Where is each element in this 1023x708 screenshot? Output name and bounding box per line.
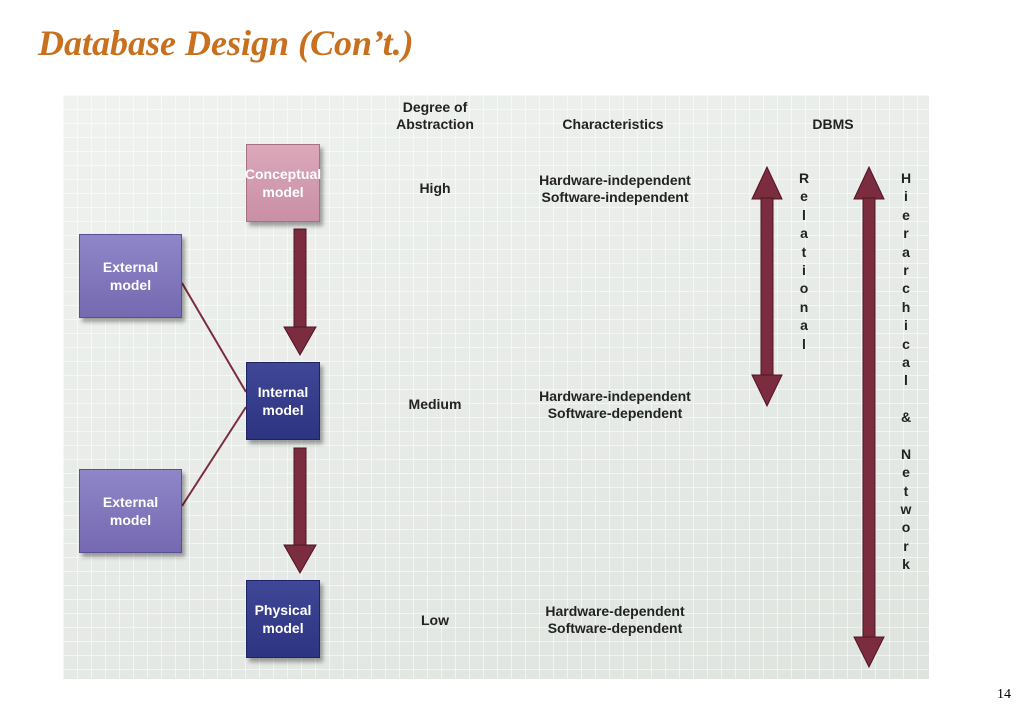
arrow-conceptual-to-internal [283, 228, 317, 357]
characteristics-high: Hardware-independent Software-independen… [520, 172, 710, 206]
characteristic-line: Software-dependent [547, 620, 683, 636]
physical-model-box: Physical model [246, 580, 320, 658]
characteristic-line: Software-independent [541, 189, 689, 205]
header-dbms: DBMS [812, 116, 854, 132]
arrow-internal-to-physical [283, 447, 317, 575]
vertical-label-letter: a [800, 225, 808, 242]
vertical-label-letter: r [903, 225, 909, 242]
abstraction-level-low: Low [421, 612, 449, 628]
header-degree-of-abstraction: Degree of Abstraction [396, 99, 474, 132]
vertical-label-letter: r [903, 261, 909, 278]
vertical-label-letter: R [798, 170, 810, 186]
conceptual-model-box: Conceptual model [245, 144, 321, 222]
vertical-label-letter: n [799, 298, 809, 315]
vertical-label-letter: o [901, 519, 911, 536]
vertical-label-letter: i [904, 188, 908, 205]
vertical-label-letter: i [802, 261, 806, 278]
diagram-graphics [181, 165, 885, 669]
vertical-label-letter: & [900, 409, 912, 426]
vertical-label-letter: i [904, 317, 908, 334]
internal-model-box: Internal model [246, 362, 320, 440]
vertical-label-letter: c [902, 335, 910, 352]
page-number: 14 [997, 687, 1011, 702]
characteristics-medium: Hardware-independent Software-dependent [520, 388, 710, 422]
vertical-label-letter [899, 426, 913, 444]
characteristics-low: Hardware-dependent Software-dependent [520, 603, 710, 637]
vertical-label-letter: a [902, 243, 910, 260]
vertical-label-letter: t [903, 482, 909, 499]
vertical-label-letter: l [802, 206, 806, 223]
connector-line-top [181, 282, 247, 393]
vertical-label-letter: H [900, 170, 912, 186]
abstraction-level-high: High [419, 180, 451, 196]
vertical-label-letter [899, 390, 913, 408]
vertical-label-letter: h [901, 298, 911, 315]
vertical-label-letter: c [902, 280, 910, 297]
characteristic-line: Hardware-independent [539, 172, 691, 188]
vertical-label-letter: t [801, 243, 807, 260]
characteristic-line: Software-dependent [547, 405, 683, 421]
relational-range-arrow [751, 165, 783, 408]
vertical-label-letter: a [902, 353, 910, 370]
vertical-label-letter: w [900, 501, 912, 518]
connector-line-bottom [181, 406, 247, 507]
vertical-label-letter: l [802, 335, 806, 352]
external-model-box-top: External model [79, 234, 182, 318]
hierarchical-network-range-arrow [853, 165, 885, 669]
vertical-label-letter: a [800, 317, 808, 334]
vertical-label-letter: e [902, 464, 910, 481]
characteristic-line: Hardware-dependent [545, 603, 685, 619]
vertical-label-letter: r [903, 537, 909, 554]
abstraction-level-medium: Medium [408, 396, 462, 412]
vertical-label-letter: N [900, 445, 912, 462]
characteristic-line: Hardware-independent [539, 388, 691, 404]
vertical-label-letter: k [902, 556, 910, 573]
header-characteristics: Characteristics [562, 116, 664, 132]
vertical-label-letter: e [902, 206, 910, 223]
vertical-label-letter: e [800, 188, 808, 205]
vertical-label-letter: o [799, 280, 809, 297]
vertical-label-letter: l [904, 372, 908, 389]
data-abstraction-diagram: Degree of Abstraction Characteristics DB… [63, 95, 929, 679]
slide-title: Database Design (Con’t.) [38, 23, 414, 63]
external-model-box-bottom: External model [79, 469, 182, 553]
